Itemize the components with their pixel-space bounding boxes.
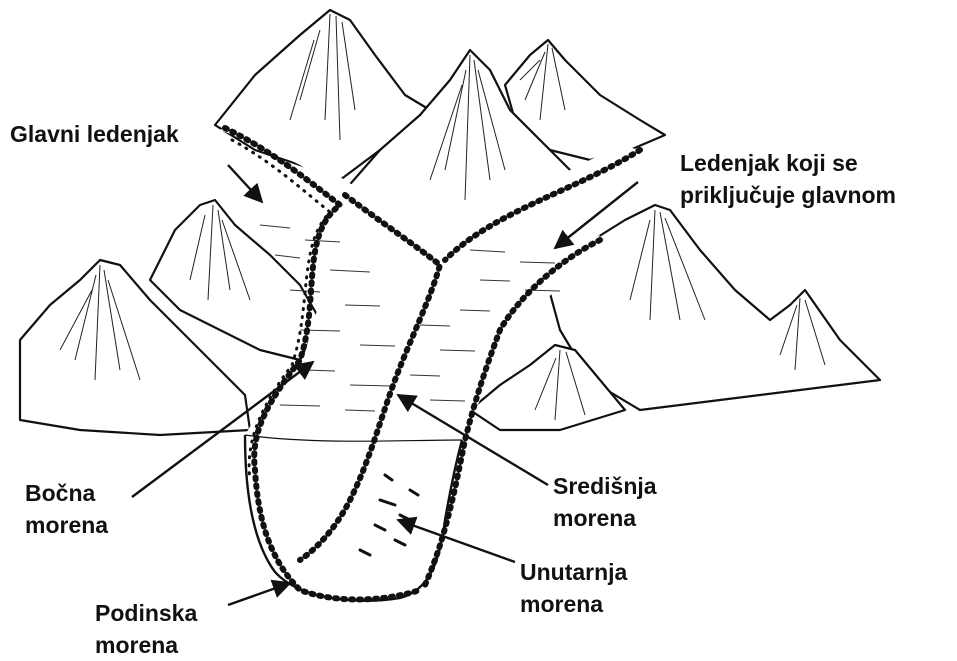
label-terminal-moraine: Podinska morena [95,597,197,661]
label-englacial-moraine-line-1: Unutarnja [520,556,627,588]
label-tributary-glacier: Ledenjak koji se priključuje glavnom [680,147,896,211]
label-main-glacier: Glavni ledenjak [10,118,179,150]
label-lateral-moraine-line-1: Bočna [25,477,108,509]
label-medial-moraine: Središnja morena [553,470,657,534]
label-terminal-moraine-line-2: morena [95,629,197,661]
label-lateral-moraine: Bočna morena [25,477,108,541]
label-englacial-moraine-line-2: morena [520,588,627,620]
label-englacial-moraine: Unutarnja morena [520,556,627,620]
label-tributary-glacier-line-2: priključuje glavnom [680,179,896,211]
label-main-glacier-line-1: Glavni ledenjak [10,118,179,150]
label-tributary-glacier-line-1: Ledenjak koji se [680,147,896,179]
label-medial-moraine-line-2: morena [553,502,657,534]
label-lateral-moraine-line-2: morena [25,509,108,541]
label-medial-moraine-line-1: Središnja [553,470,657,502]
arrow-terminal-moraine [228,583,290,605]
label-terminal-moraine-line-1: Podinska [95,597,197,629]
